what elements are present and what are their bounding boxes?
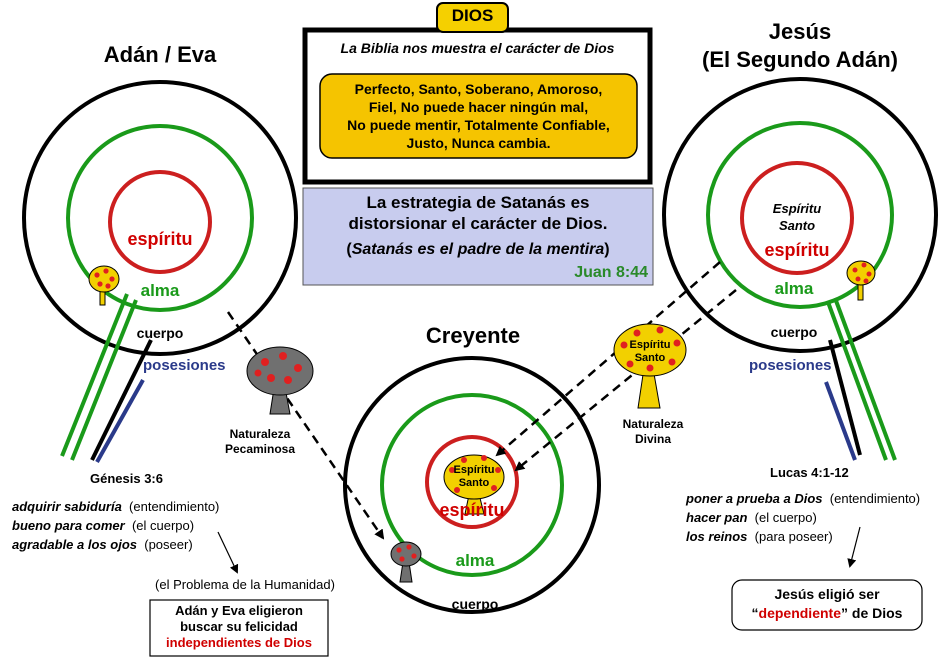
adan-soul-ring bbox=[66, 124, 254, 312]
adan-soul-label: alma bbox=[140, 281, 180, 300]
tree-of-knowledge-adan-icon bbox=[88, 265, 120, 306]
strategy-quote: (Satanás es el padre de la mentira) bbox=[303, 241, 653, 259]
paren-close: ) bbox=[604, 241, 610, 258]
jesus-soul-extension-2 bbox=[826, 301, 888, 461]
jesus-holy-spirit-label: Espíritu Santo bbox=[772, 201, 822, 233]
adan-title: Adán / Eva bbox=[103, 42, 217, 67]
adan-soul-extension-2 bbox=[60, 293, 129, 457]
adan-body-ring bbox=[22, 80, 298, 356]
divine-nature-label: Naturaleza Divina bbox=[622, 417, 684, 446]
adan-consequence-arrow bbox=[217, 531, 239, 574]
creyente-body-ring bbox=[343, 356, 601, 614]
sinful-nature-label: Naturaleza Pecaminosa bbox=[224, 427, 296, 456]
jesus-consequence-arrow bbox=[847, 526, 861, 568]
paren-open: ( bbox=[346, 241, 352, 258]
attribute-line: No puede mentir, Totalmente Confiable, bbox=[347, 117, 610, 133]
dios-label: DIOS bbox=[451, 6, 494, 25]
jesus-spirit-ring bbox=[740, 161, 854, 275]
creyente-person-diagram bbox=[343, 356, 601, 614]
jesus-spirit-label: espíritu bbox=[764, 240, 830, 260]
temptation-item: bueno para comer (el cuerpo) bbox=[12, 518, 195, 533]
attribute-line: Fiel, No puede hacer ningún mal, bbox=[368, 99, 589, 115]
adan-possessions-label: posesiones bbox=[143, 357, 226, 374]
adan-choice-text: Adán y Eva eligieron buscar su felicidad… bbox=[150, 603, 328, 651]
creyente-sinful-tree-icon bbox=[390, 541, 422, 583]
jesus-choice-box bbox=[731, 579, 923, 631]
dios-label-box bbox=[436, 2, 509, 33]
dependent-label: dependiente bbox=[758, 605, 841, 621]
creyente-soul-label: alma bbox=[455, 551, 495, 570]
jesus-temptations: poner a prueba a Dios (entendimiento) ha… bbox=[686, 489, 948, 546]
jesus-body-label: cuerpo bbox=[770, 324, 818, 340]
divine-tree-label: Espíritu Santo bbox=[629, 339, 671, 364]
adan-spirit-label: espíritu bbox=[127, 229, 193, 249]
attributes-list: Perfecto, Santo, Soberano, Amoroso, Fiel… bbox=[320, 80, 637, 152]
tree-of-knowledge-jesus-icon bbox=[846, 260, 876, 301]
temptation-item: poner a prueba a Dios (entendimiento) bbox=[686, 491, 921, 506]
independent-label: independientes de Dios bbox=[166, 635, 312, 650]
temptation-item: los reinos (para poseer) bbox=[686, 529, 833, 544]
creyente-soul-ring bbox=[380, 393, 564, 577]
strategy-reference: Juan 8:44 bbox=[574, 264, 648, 281]
adan-temptations: adquirir sabiduría (entendimiento) bueno… bbox=[12, 497, 292, 554]
temptation-item: hacer pan (el cuerpo) bbox=[686, 510, 817, 525]
sinful-nature-arrow bbox=[226, 311, 385, 540]
jesus-body-extension bbox=[828, 339, 862, 456]
jesus-reference: Lucas 4:1-12 bbox=[770, 465, 849, 480]
strategy-line-3: Satanás es el padre de la mentira bbox=[351, 241, 605, 258]
attribute-line: Justo, Nunca cambia. bbox=[406, 135, 551, 151]
sinful-nature-tree-icon bbox=[246, 346, 314, 415]
adan-problem-note: (el Problema de la Humanidad) bbox=[155, 577, 335, 592]
adan-person-diagram bbox=[22, 80, 298, 463]
adan-soul-extension bbox=[70, 299, 138, 461]
creyente-title: Creyente bbox=[425, 323, 521, 348]
adan-spirit-ring bbox=[108, 170, 212, 274]
strategy-line-1: La estrategia de Satanás es bbox=[366, 193, 590, 212]
temptation-item: adquirir sabiduría (entendimiento) bbox=[12, 499, 220, 514]
creyente-holy-spirit-tree-icon bbox=[443, 454, 505, 515]
adan-reference: Génesis 3:6 bbox=[90, 471, 163, 486]
strategy-box bbox=[302, 187, 654, 286]
jesus-person-diagram bbox=[662, 77, 938, 461]
jesus-choice-text: Jesús eligió ser “dependiente” de Dios bbox=[751, 586, 903, 621]
jesus-possessions-label: posesiones bbox=[749, 357, 832, 374]
divine-spirit-arrow-2 bbox=[514, 289, 737, 472]
attributes-box bbox=[319, 73, 638, 159]
creyente-holy-spirit-label: Espíritu Santo bbox=[453, 464, 495, 489]
adan-body-extension bbox=[90, 339, 153, 461]
jesus-soul-label: alma bbox=[774, 279, 814, 298]
adan-choice-box bbox=[149, 599, 329, 657]
attribute-line: Perfecto, Santo, Soberano, Amoroso, bbox=[354, 81, 603, 97]
adan-possessions-line bbox=[95, 379, 145, 463]
jesus-soul-extension bbox=[833, 297, 897, 461]
strategy-line-2: distorsionar el carácter de Dios. bbox=[348, 214, 608, 233]
creyente-spirit-label: espíritu bbox=[439, 500, 505, 520]
jesus-title: Jesús (El Segundo Adán) bbox=[702, 19, 898, 72]
creyente-spirit-ring bbox=[425, 435, 519, 529]
creyente-body-label: cuerpo bbox=[451, 596, 499, 612]
jesus-soul-ring bbox=[706, 121, 894, 309]
divine-spirit-arrow-1 bbox=[495, 261, 721, 457]
strategy-text: La estrategia de Satanás es distorsionar… bbox=[303, 192, 653, 234]
divine-nature-tree-icon bbox=[613, 323, 687, 409]
jesus-possessions-line bbox=[824, 381, 857, 461]
dios-subtitle: La Biblia nos muestra el carácter de Dio… bbox=[340, 40, 615, 56]
jesus-body-ring bbox=[662, 77, 938, 353]
temptation-item: agradable a los ojos (poseer) bbox=[12, 537, 193, 552]
adan-body-label: cuerpo bbox=[136, 325, 184, 341]
